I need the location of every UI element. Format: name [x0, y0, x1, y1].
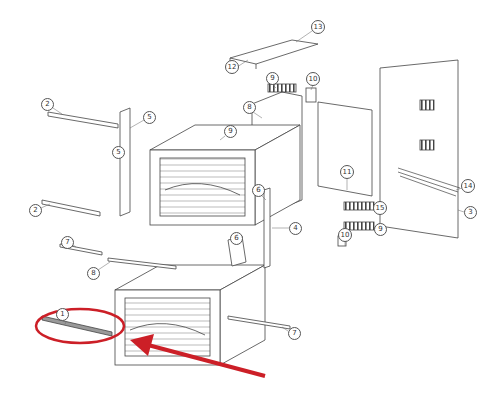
- callout-number: 12: [228, 64, 237, 71]
- terminal-block: [268, 84, 296, 92]
- callout-circle: 7: [288, 327, 301, 340]
- callout-number: 6: [256, 187, 260, 194]
- callout-circle: 2: [41, 98, 54, 111]
- callout-number: 1: [60, 311, 64, 318]
- callout-number: 5: [116, 149, 120, 156]
- callout-circle: 4: [289, 222, 302, 235]
- callout-circle: 15: [373, 201, 387, 215]
- callout-circle: 1: [56, 308, 69, 321]
- callout-number: 4: [293, 225, 297, 232]
- callout-number: 10: [341, 232, 350, 239]
- callout-circle: 12: [225, 60, 239, 74]
- callout-number: 8: [247, 104, 251, 111]
- callout-circle: 11: [340, 165, 354, 179]
- callout-number: 2: [45, 101, 49, 108]
- callout-number: 15: [376, 205, 385, 212]
- switch: [306, 88, 316, 102]
- callout-number: 3: [468, 209, 472, 216]
- callout-number: 9: [378, 226, 382, 233]
- callout-circle: 6: [230, 232, 243, 245]
- callout-circle: 10: [306, 72, 320, 86]
- callout-circle: 9: [266, 72, 279, 85]
- callout-circle: 9: [224, 125, 237, 138]
- callout-circle: 14: [461, 179, 475, 193]
- callout-circle: 10: [338, 228, 352, 242]
- callout-circle: 5: [143, 111, 156, 124]
- bar: [228, 316, 290, 329]
- callout-number: 13: [314, 24, 323, 31]
- callout-number: 14: [464, 183, 473, 190]
- side-panel: [318, 102, 372, 196]
- terminal-strip: [264, 188, 270, 268]
- side-rail: [48, 112, 118, 128]
- callout-circle: 8: [87, 267, 100, 280]
- callout-circle: 5: [112, 146, 125, 159]
- callout-number: 8: [91, 270, 95, 277]
- callout-number: 5: [147, 114, 151, 121]
- leader-lines: [41, 31, 464, 331]
- callout-number: 11: [343, 169, 352, 176]
- callout-circle: 6: [252, 184, 265, 197]
- trim-strip: [42, 316, 112, 336]
- callout-circle: 3: [464, 206, 477, 219]
- highlight-arrow: [130, 334, 265, 376]
- callout-circle: 13: [311, 20, 325, 34]
- callout-circle: 8: [243, 101, 256, 114]
- callout-number: 2: [33, 207, 37, 214]
- callout-number: 7: [292, 330, 296, 337]
- callout-number: 6: [234, 235, 238, 242]
- top-bracket: [230, 40, 318, 64]
- callout-number: 9: [270, 75, 274, 82]
- wire-harness: [398, 168, 460, 196]
- highlight-ellipse: [36, 309, 124, 343]
- heatsink: [344, 202, 374, 210]
- callout-circle: 2: [29, 204, 42, 217]
- callout-circle: 9: [374, 223, 387, 236]
- bar: [108, 258, 176, 269]
- callout-circle: 7: [61, 236, 74, 249]
- callout-number: 10: [309, 76, 318, 83]
- vertical-bracket: [120, 108, 130, 216]
- side-rail: [42, 200, 100, 216]
- rear-panel: [380, 60, 458, 238]
- callout-number: 9: [228, 128, 232, 135]
- callout-number: 7: [65, 239, 69, 246]
